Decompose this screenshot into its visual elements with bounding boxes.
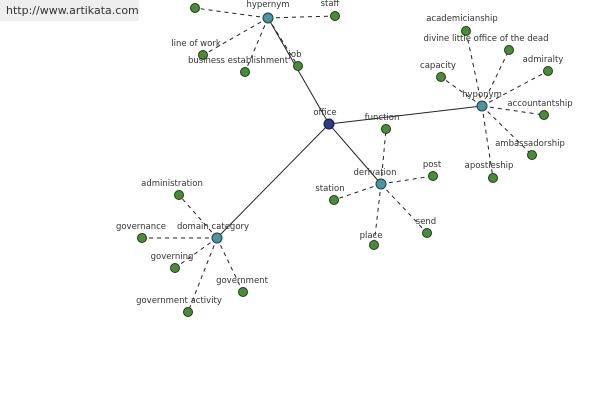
edge-send <box>380 183 428 234</box>
node-staff[interactable] <box>330 11 340 21</box>
label-apostleship[interactable]: apostleship <box>465 161 514 171</box>
edge-place <box>373 183 382 246</box>
label-governance[interactable]: governance <box>116 222 166 232</box>
label-line-of-work[interactable]: line of work <box>171 39 221 49</box>
node-office[interactable] <box>323 118 335 130</box>
label-ambassadorship[interactable]: ambassadorship <box>495 139 565 149</box>
label-hyponym[interactable]: hyponym <box>462 90 502 100</box>
edge-administration <box>178 194 218 239</box>
label-function[interactable]: function <box>365 113 400 123</box>
node-divine-little-office[interactable] <box>504 45 514 55</box>
edge-governing <box>174 237 218 269</box>
label-government-activity[interactable]: government activity <box>136 296 222 306</box>
graph-nodes <box>137 3 553 317</box>
edge-business-establishment <box>244 17 269 73</box>
node-governing[interactable] <box>170 263 180 273</box>
node-ambassadorship[interactable] <box>527 150 537 160</box>
node-station[interactable] <box>329 195 339 205</box>
node-academicianship[interactable] <box>461 26 471 36</box>
edge-accountantship <box>481 105 545 116</box>
source-url-banner[interactable]: http://www.artikata.com <box>0 0 139 21</box>
label-send[interactable]: send <box>416 217 436 227</box>
label-government[interactable]: government <box>216 276 268 286</box>
graph-edges <box>142 7 549 313</box>
node-administration[interactable] <box>174 190 184 200</box>
label-admiralty[interactable]: admiralty <box>523 55 564 65</box>
node-h-top[interactable] <box>190 3 200 13</box>
edge-divine-little-office <box>481 49 510 107</box>
label-academicianship[interactable]: academicianship <box>426 14 498 24</box>
edge-post <box>380 175 434 185</box>
node-function[interactable] <box>381 124 391 134</box>
node-business-establishment[interactable] <box>240 67 250 77</box>
edge-line-of-work <box>202 17 269 56</box>
label-job[interactable]: job <box>288 50 302 60</box>
node-domain-category[interactable] <box>211 232 223 244</box>
label-place[interactable]: place <box>360 231 383 241</box>
edge-station <box>333 183 382 201</box>
label-business-establishment[interactable]: business establishment <box>188 56 289 66</box>
node-governance[interactable] <box>137 233 147 243</box>
label-hypernym[interactable]: hypernym <box>246 0 289 10</box>
node-place[interactable] <box>369 240 379 250</box>
edge-government <box>216 237 244 293</box>
edge-hypernym <box>267 17 330 125</box>
node-post[interactable] <box>428 171 438 181</box>
node-government-activity[interactable] <box>183 307 193 317</box>
node-job[interactable] <box>293 61 303 71</box>
node-apostleship[interactable] <box>488 173 498 183</box>
label-office[interactable]: office <box>313 108 336 118</box>
label-staff[interactable]: staff <box>321 0 341 9</box>
label-post[interactable]: post <box>423 160 442 170</box>
edge-ambassadorship <box>481 105 533 156</box>
node-hyponym[interactable] <box>476 100 488 112</box>
node-line-of-work[interactable] <box>198 50 208 60</box>
edge-job <box>267 17 299 67</box>
label-station[interactable]: station <box>315 184 344 194</box>
node-accountantship[interactable] <box>539 110 549 120</box>
graph-labels: office hypernym hyponym derivation domain ca… <box>116 0 573 306</box>
edge-staff <box>267 15 336 19</box>
node-admiralty[interactable] <box>543 66 553 76</box>
edge-hyponym <box>328 105 483 125</box>
node-capacity[interactable] <box>436 72 446 82</box>
node-hypernym[interactable] <box>262 12 274 24</box>
edge-function <box>380 128 387 185</box>
label-domain-category[interactable]: domain category <box>177 222 249 232</box>
edge-government-activity <box>187 237 218 313</box>
node-derivation[interactable] <box>375 178 387 190</box>
edge-derivation <box>328 123 382 185</box>
label-capacity[interactable]: capacity <box>420 61 456 71</box>
label-administration[interactable]: administration <box>141 179 203 189</box>
edge-capacity <box>440 76 483 107</box>
label-accountantship[interactable]: accountantship <box>507 99 572 109</box>
label-derivation[interactable]: derivation <box>353 168 396 178</box>
label-governing[interactable]: governing <box>151 252 194 262</box>
edge-domain-category <box>216 123 330 239</box>
node-send[interactable] <box>422 228 432 238</box>
label-divine-little-office[interactable]: divine little office of the dead <box>424 34 549 44</box>
node-government[interactable] <box>238 287 248 297</box>
